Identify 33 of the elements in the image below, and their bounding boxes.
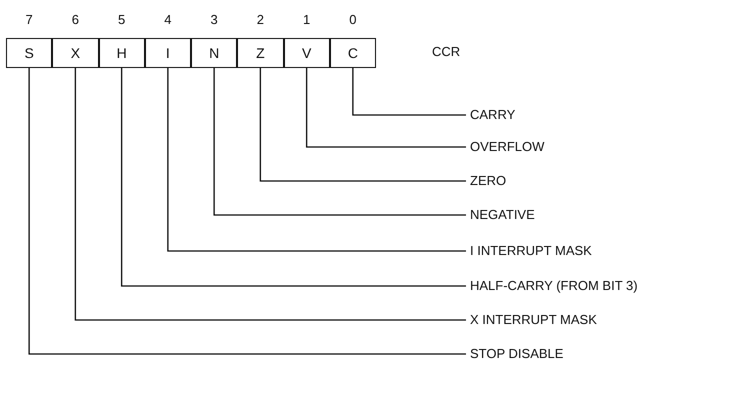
register-bit-cell: C (330, 38, 376, 68)
bit-description: NEGATIVE (470, 207, 535, 223)
bit-description: I INTERRUPT MASK (470, 243, 592, 259)
leader-line (167, 68, 466, 252)
bit-description: X INTERRUPT MASK (470, 312, 597, 328)
bit-description: STOP DISABLE (470, 346, 564, 362)
leader-line (260, 68, 466, 182)
bit-description: ZERO (470, 173, 506, 189)
bit-number: 4 (163, 12, 172, 27)
register-bit-cell: S (6, 38, 52, 68)
leader-line (213, 68, 466, 216)
bit-number: 5 (117, 12, 126, 27)
leader-line (74, 68, 466, 321)
bit-description: OVERFLOW (470, 139, 544, 155)
bit-number: 1 (302, 12, 312, 27)
register-bit-cell: V (284, 38, 330, 68)
bit-description: HALF-CARRY (FROM BIT 3) (470, 278, 638, 294)
bit-number: 7 (24, 12, 34, 27)
bit-number: 6 (70, 12, 80, 27)
leader-line (28, 68, 466, 355)
register-bit-cell: Z (237, 38, 284, 68)
leader-line (120, 68, 466, 287)
register-bit-cell: N (191, 38, 238, 68)
bit-description: CARRY (470, 107, 516, 123)
leader-line (352, 68, 466, 116)
bit-number: 0 (348, 12, 358, 27)
bit-number: 3 (210, 12, 219, 27)
bit-number: 2 (256, 12, 265, 27)
register-bit-cell: H (98, 38, 145, 68)
register-bit-cell: I (144, 38, 191, 68)
register-name: CCR (432, 44, 460, 60)
leader-line (306, 68, 466, 148)
register-bit-cell: X (52, 38, 98, 68)
